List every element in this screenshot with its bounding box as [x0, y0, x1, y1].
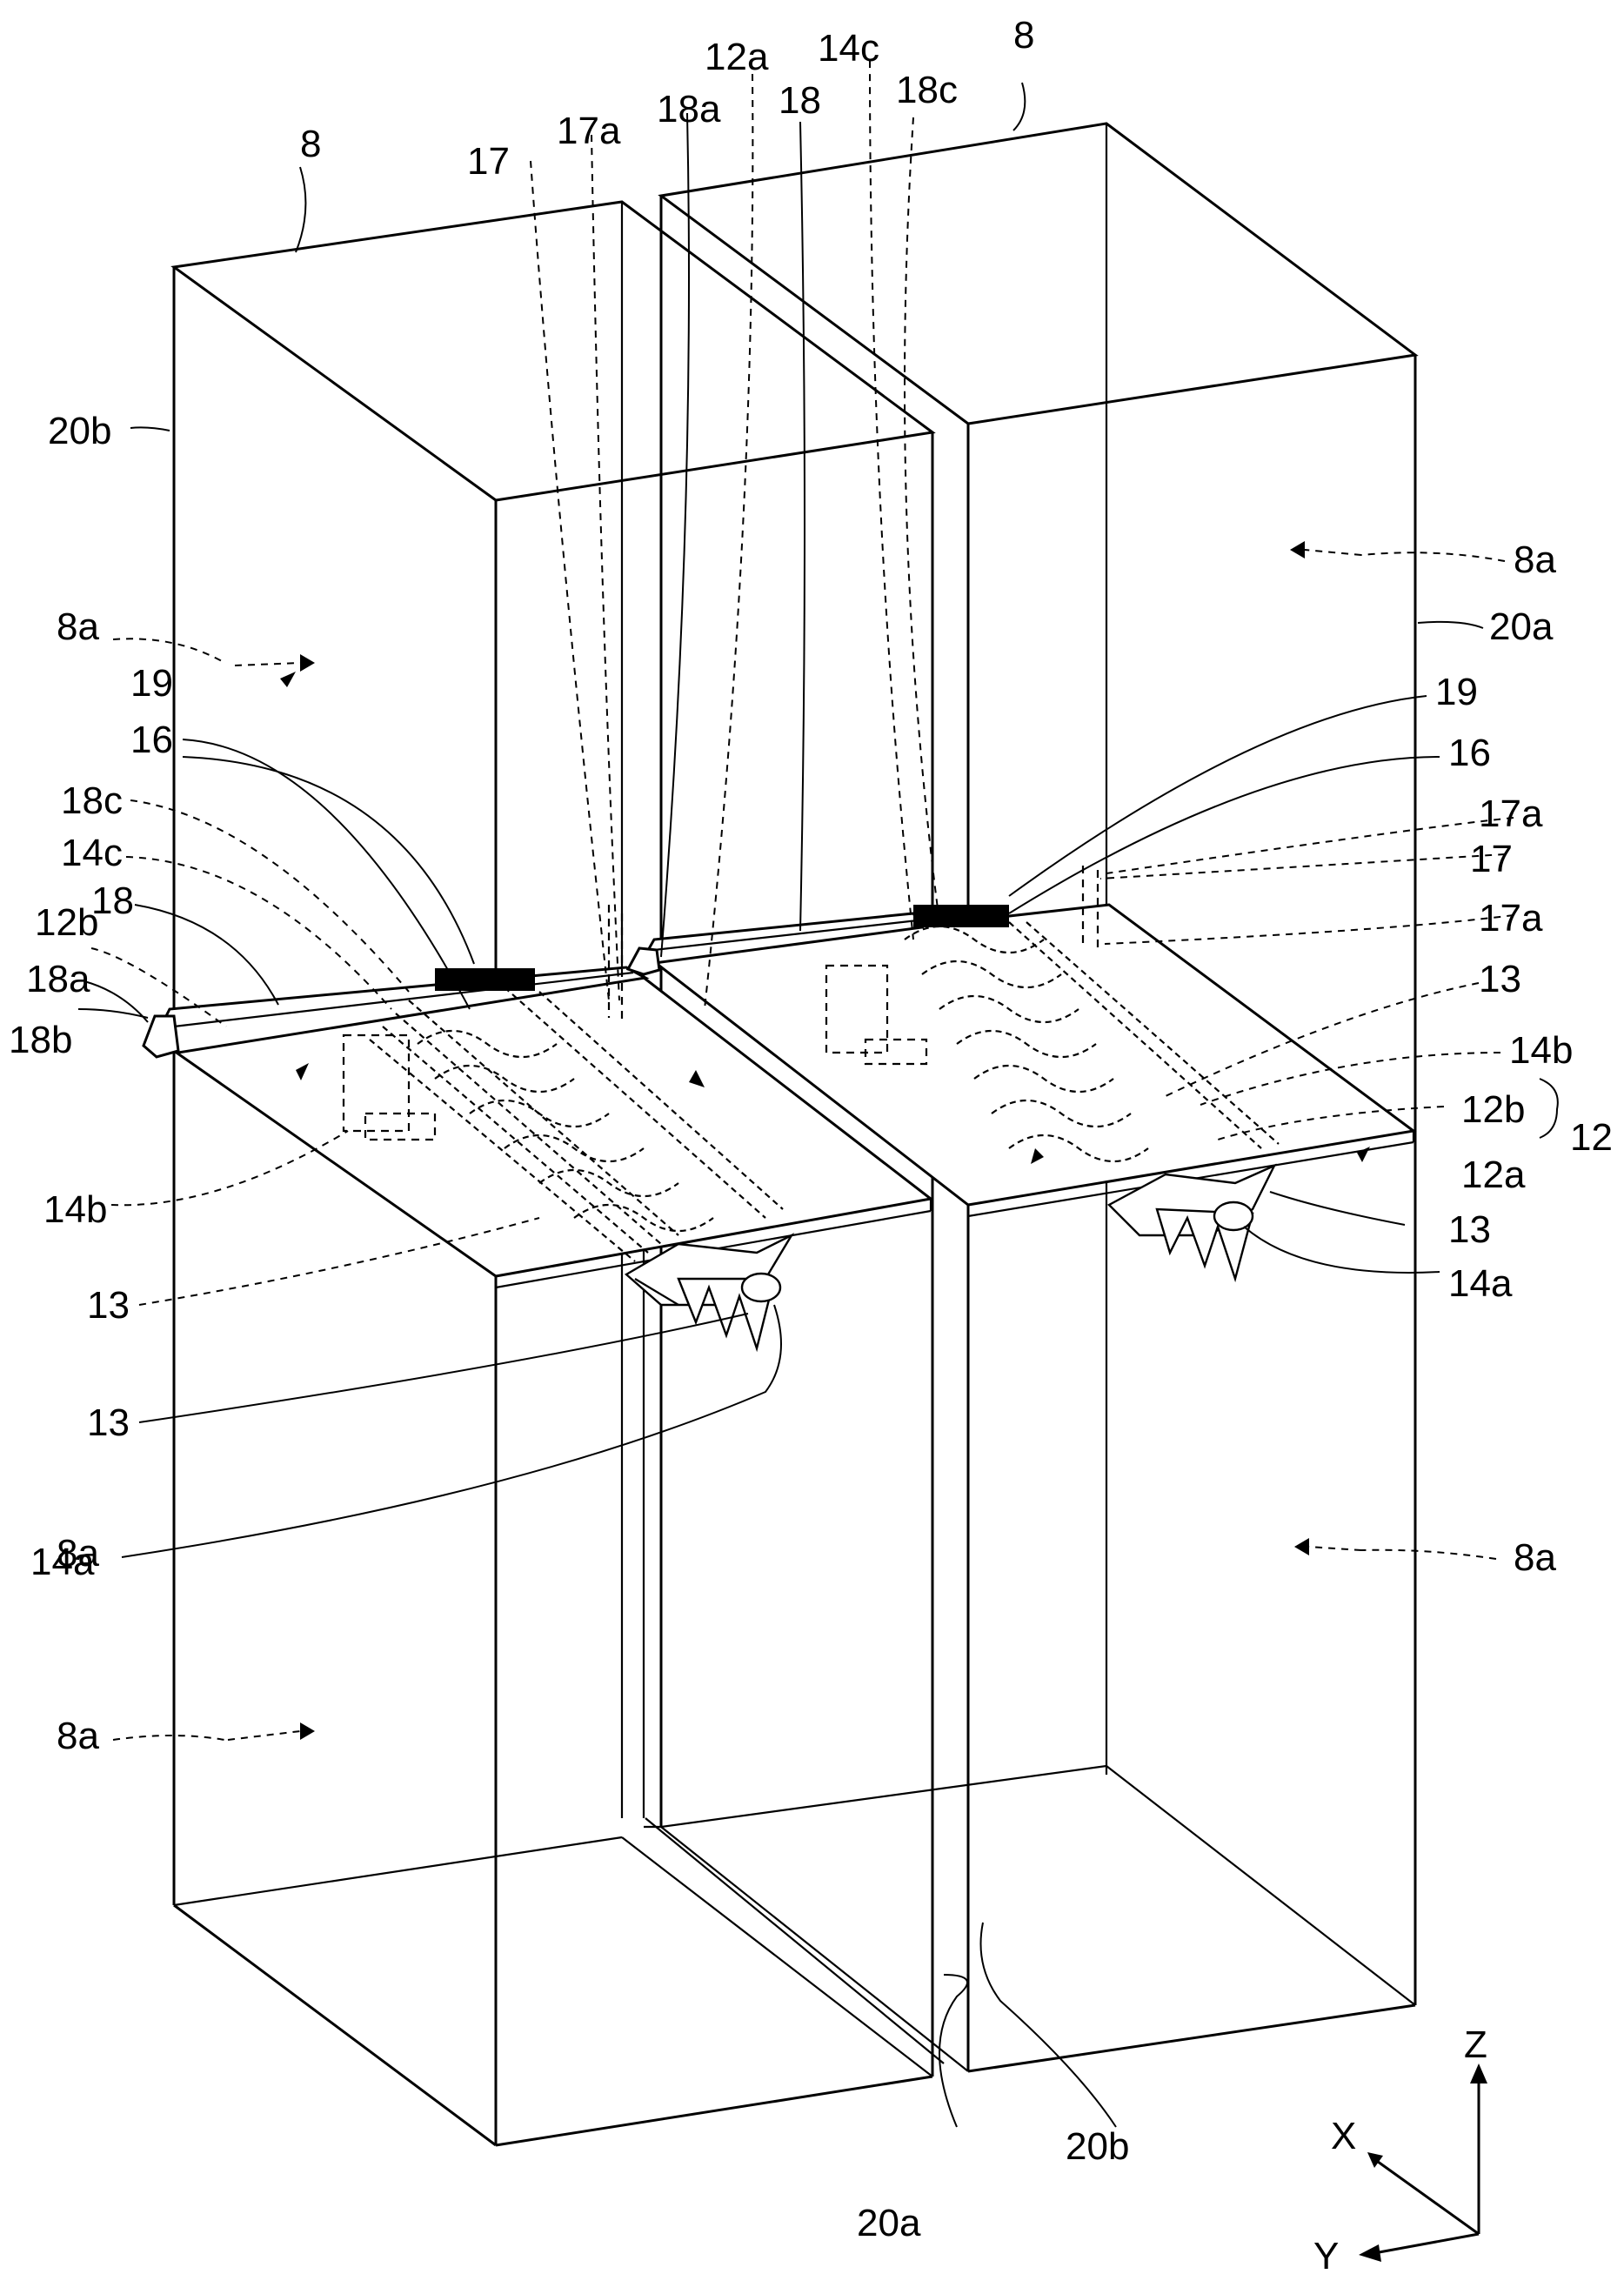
label-20a-right: 20a [1489, 605, 1554, 648]
right-plate-assembly [625, 866, 1417, 1283]
label-18c-left: 18c [61, 779, 123, 822]
label-18-left: 18 [91, 880, 134, 922]
label-19-left: 19 [130, 662, 173, 705]
label-8a-right-upper: 8a [1514, 538, 1556, 581]
label-17-right: 17 [1470, 838, 1513, 880]
axis-indicator: Z X Y [1313, 2023, 1487, 2274]
label-14c-left: 14c [61, 832, 123, 874]
label-13-left-b: 13 [87, 1401, 130, 1444]
axis-y-label: Y [1313, 2235, 1339, 2274]
right-fins [904, 921, 1280, 1163]
figure-labels: 8 8 17 17a 18a 12a 18 14c 18c 20b 8a 8a … [9, 14, 1613, 2244]
face-arrows [227, 541, 1370, 1741]
label-19-right: 19 [1435, 671, 1478, 713]
label-20b-left: 20b [48, 410, 111, 452]
right-box [644, 122, 1419, 2073]
label-8a-left-upper: 8a [57, 605, 99, 648]
axis-z-label: Z [1464, 2023, 1487, 2066]
label-17-top: 17 [467, 140, 510, 183]
label-20b-bottom: 20b [1066, 2125, 1129, 2168]
label-12-right: 12 [1570, 1116, 1613, 1159]
label-12a-right: 12a [1461, 1154, 1526, 1196]
label-12b-right: 12b [1461, 1088, 1525, 1131]
label-14b-right: 14b [1509, 1029, 1573, 1072]
label-17a-right-a: 17a [1479, 793, 1543, 835]
label-13-right-b: 13 [1448, 1208, 1491, 1251]
label-8a-right-lower: 8a [1514, 1536, 1556, 1579]
label-18a-top: 18a [657, 88, 721, 130]
label-12a-top: 12a [705, 36, 769, 78]
left-plate-assembly [142, 905, 934, 1353]
label-17a-top: 17a [557, 110, 621, 152]
label-18a-left: 18a [26, 958, 90, 1000]
label-13-right-a: 13 [1479, 958, 1521, 1000]
label-14a-right: 14a [1448, 1262, 1513, 1305]
label-8a-left-bottom: 8a [57, 1715, 99, 1757]
left-fins [369, 987, 784, 1262]
label-20a-bottom: 20a [857, 2202, 921, 2244]
label-17a-right-b: 17a [1479, 897, 1543, 940]
label-18b-left: 18b [9, 1019, 72, 1061]
label-unit-left: 8 [300, 123, 321, 165]
label-8a-left-lower: 8a [57, 1532, 99, 1575]
label-16-right: 16 [1448, 732, 1491, 774]
leader-lines [77, 60, 1559, 2128]
label-14c-top: 14c [818, 27, 879, 70]
right-bracket-14a [1107, 1163, 1277, 1283]
label-18-top: 18 [779, 79, 821, 122]
label-18c-top: 18c [896, 69, 958, 111]
label-12b-left: 12b [35, 901, 98, 944]
axis-x-label: X [1331, 2115, 1356, 2157]
label-13-left-a: 13 [87, 1284, 130, 1327]
right-coil [913, 905, 1009, 927]
label-14b-left: 14b [43, 1188, 107, 1231]
label-16-left: 16 [130, 719, 173, 761]
left-bracket-14a [624, 1233, 795, 1353]
left-coil [435, 968, 535, 991]
label-unit-right: 8 [1013, 14, 1034, 57]
label-14a-left: 14a [30, 1541, 95, 1583]
